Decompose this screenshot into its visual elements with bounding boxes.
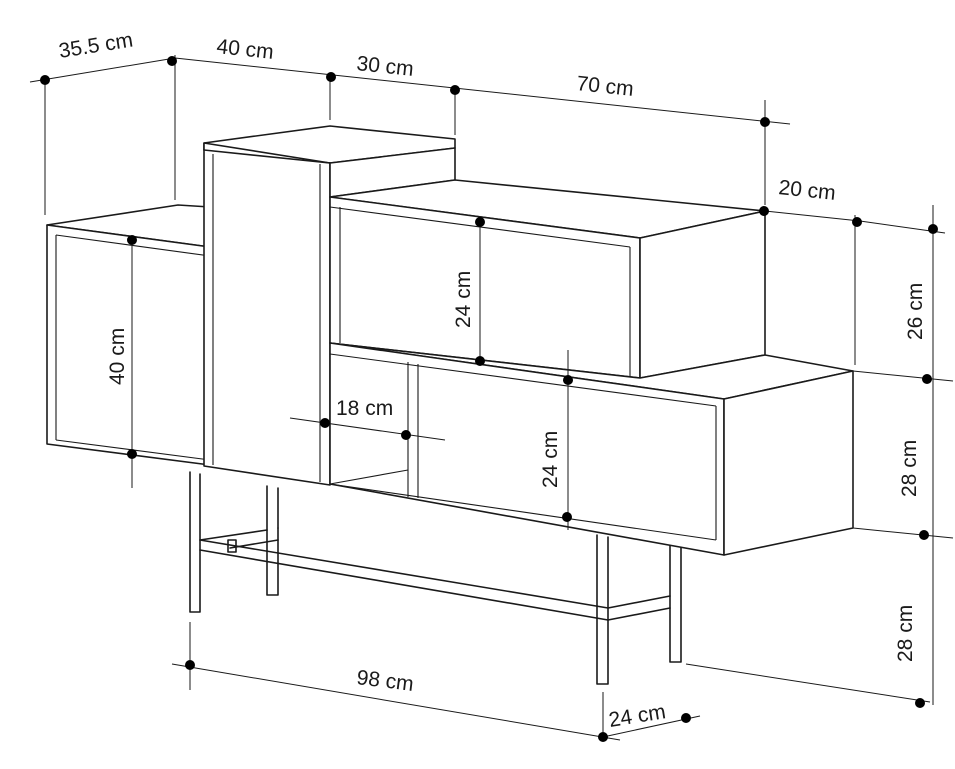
point-marker — [326, 72, 336, 82]
label-leg-depth: 24 cm — [607, 700, 667, 732]
point-marker — [320, 418, 330, 428]
label-upper-drawer-height: 24 cm — [452, 271, 475, 328]
upper-drawer-box — [329, 179, 766, 379]
lower-cabinet — [329, 342, 854, 556]
point-marker — [401, 430, 411, 440]
label-top-mid-width: 30 cm — [355, 52, 414, 81]
point-marker — [450, 85, 460, 95]
label-right-leg-height: 28 cm — [894, 605, 917, 662]
label-total-width: 98 cm — [355, 666, 415, 696]
point-marker — [167, 56, 177, 66]
measurement-points — [40, 56, 938, 742]
label-top-left-width: 40 cm — [215, 35, 274, 64]
point-marker — [681, 713, 691, 723]
point-marker — [759, 206, 769, 216]
tall-column — [203, 125, 456, 486]
point-marker — [475, 356, 485, 366]
label-right-middle-height: 28 cm — [898, 440, 921, 497]
point-marker — [922, 374, 932, 384]
point-marker — [127, 449, 137, 459]
label-shelf-width: 18 cm — [336, 397, 393, 420]
point-marker — [919, 530, 929, 540]
point-marker — [760, 117, 770, 127]
point-marker — [563, 375, 573, 385]
point-marker — [127, 235, 137, 245]
point-marker — [598, 732, 608, 742]
label-top-depth: 35.5 cm — [57, 29, 134, 63]
label-right-depth: 20 cm — [777, 176, 836, 205]
label-lower-door-height: 24 cm — [539, 431, 562, 488]
point-marker — [562, 512, 572, 522]
point-marker — [185, 660, 195, 670]
point-marker — [928, 224, 938, 234]
sideboard-drawing — [46, 125, 854, 685]
label-right-upper-height: 26 cm — [904, 283, 927, 340]
point-marker — [852, 217, 862, 227]
leg-frame — [189, 471, 682, 685]
point-marker — [40, 75, 50, 85]
label-top-right-width: 70 cm — [575, 72, 634, 101]
point-marker — [475, 217, 485, 227]
point-marker — [915, 698, 925, 708]
left-cabinet — [46, 204, 211, 466]
label-left-cabinet-height: 40 cm — [106, 328, 129, 385]
